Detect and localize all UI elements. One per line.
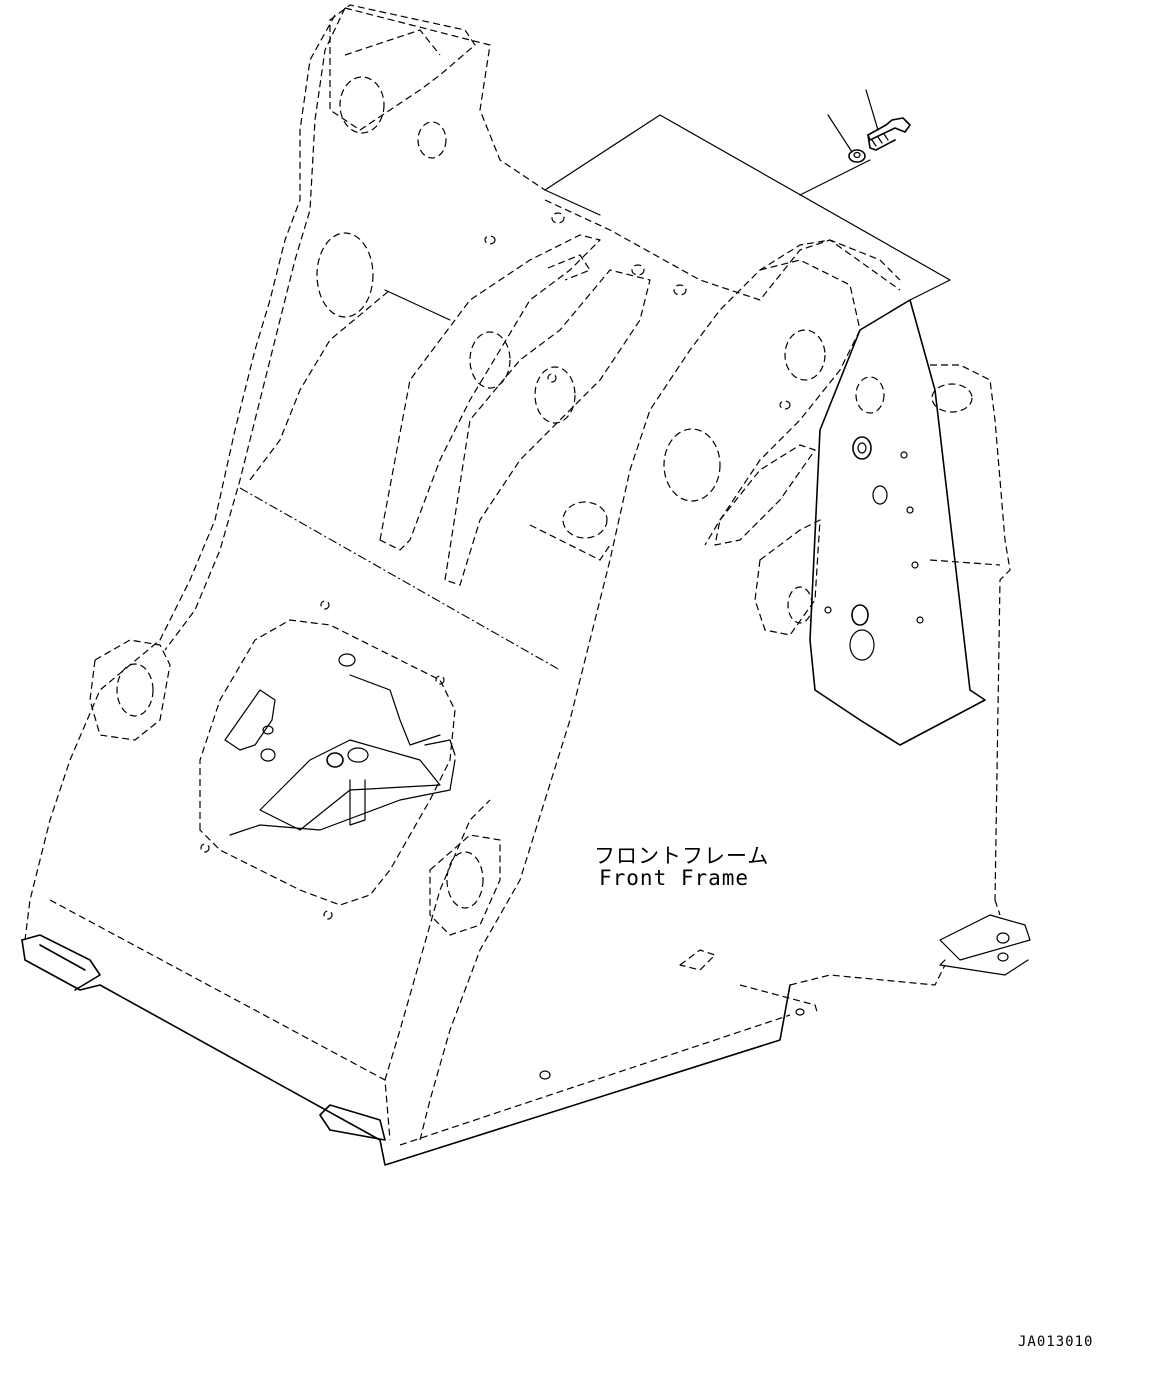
bolt-washer-callout (827, 89, 911, 163)
center-lower-boss (429, 834, 501, 936)
part-name-japanese: フロントフレーム (594, 844, 770, 868)
divider-lines (239, 289, 561, 671)
rear-hitch (539, 899, 1031, 1080)
bolt-icon (867, 117, 911, 151)
washer-icon (848, 149, 866, 163)
frame-outline (21, 7, 791, 1166)
left-pin-boss (89, 639, 171, 741)
cross-member-plate (484, 114, 951, 301)
upper-boss (316, 4, 476, 318)
part-name-english: Front Frame (599, 866, 750, 890)
right-side-plate (419, 239, 1011, 1141)
access-window (199, 600, 456, 920)
drawing-code: JA013010 (1018, 1334, 1094, 1350)
arm-brackets (379, 234, 721, 586)
